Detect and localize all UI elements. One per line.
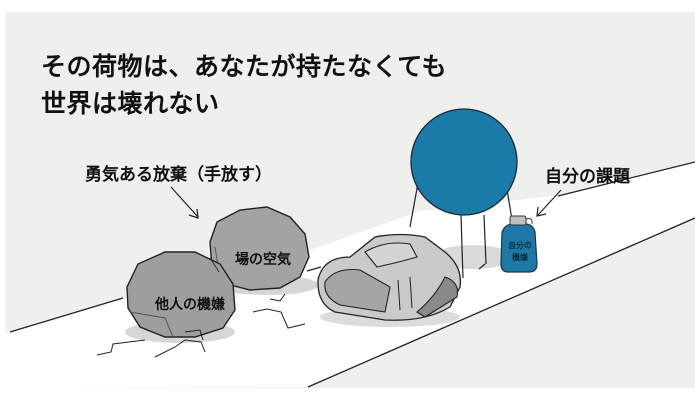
road-edge-lower bbox=[307, 217, 695, 388]
rock-label-atmosphere: 場の空気 bbox=[235, 252, 291, 268]
title-line-2: 世界は壊れない bbox=[41, 89, 220, 118]
bottle-label: 自分の 機嫌 bbox=[500, 240, 540, 264]
arrow-courage bbox=[170, 186, 199, 218]
label-own-task: 自分の課題 bbox=[545, 167, 630, 187]
label-courageous-abandonment: 勇気ある放棄（手放す） bbox=[85, 165, 272, 185]
title-line-1: その荷物は、あなたが持たなくても bbox=[41, 52, 448, 81]
road-edge-upper-right bbox=[557, 161, 695, 197]
page-title: その荷物は、あなたが持たなくても 世界は壊れない bbox=[41, 48, 447, 122]
scene-illustration bbox=[5, 108, 695, 388]
bottle-label-line-1: 自分の bbox=[508, 241, 532, 250]
bottle-label-line-2: 機嫌 bbox=[512, 253, 528, 262]
road-edge-upper-mid bbox=[306, 266, 322, 272]
arrow-task bbox=[537, 189, 562, 216]
blue-ball bbox=[410, 108, 518, 216]
road-edge-upper-left bbox=[9, 297, 124, 333]
illustration-card: その荷物は、あなたが持たなくても 世界は壊れない 勇気ある放棄（手放す） 自分の… bbox=[5, 12, 695, 388]
rock-label-others-mood: 他人の機嫌 bbox=[155, 297, 225, 313]
